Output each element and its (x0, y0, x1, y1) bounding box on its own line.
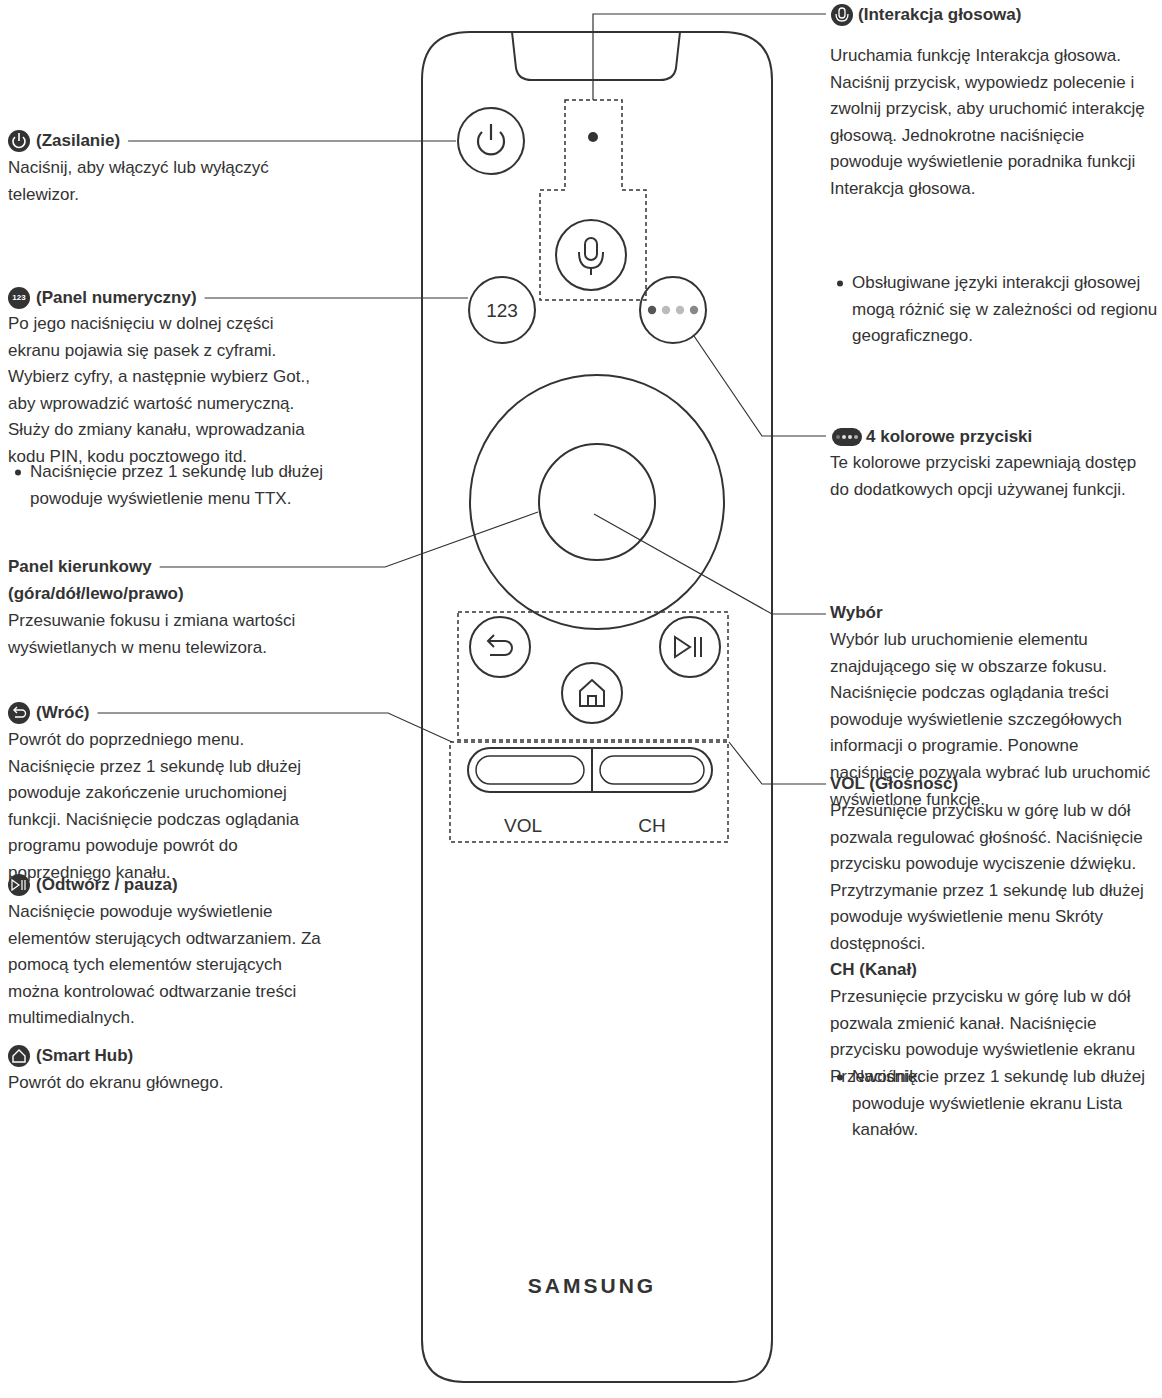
button-heading: (Zasilanie) (36, 128, 336, 155)
bullet-note: Obsługiwane języki interakcji głosowej m… (852, 270, 1158, 350)
power-button (458, 108, 524, 174)
button-label: 123 (486, 300, 518, 322)
color-icon (832, 428, 862, 446)
description: Przesunięcie przycisku w górę lub w dół … (830, 798, 1158, 958)
bullet-dot (837, 281, 843, 287)
leader-line (594, 514, 826, 614)
remote-body (422, 32, 772, 1382)
microphone-hole (588, 132, 598, 142)
leader-line (593, 14, 826, 100)
description: Powrót do ekranu głównego. (8, 1070, 330, 1097)
leader-line (128, 140, 456, 141)
description: Te kolorowe przyciski zapewniają dostęp … (830, 450, 1158, 503)
brand-name: SAMSUNG (528, 1274, 656, 1298)
button-heading: (Interakcja głosowa) (858, 2, 1158, 29)
vol-ch-rocker (468, 748, 712, 792)
description: Przesuwanie fokusu i zmiana wartości wyś… (8, 608, 330, 661)
home-button (562, 663, 622, 723)
dashed-outline (450, 742, 728, 842)
leader-line (694, 336, 826, 436)
number-button (469, 277, 535, 343)
direction-wheel (470, 375, 724, 629)
description: Naciśnięcie powoduje wyświetlenie elemen… (8, 899, 330, 1032)
button-heading: (Panel numeryczny) (36, 285, 336, 312)
voice-icon (831, 4, 853, 26)
button-heading: CH (Kanał) (830, 957, 1158, 984)
color-button (640, 277, 706, 343)
button-heading: 4 kolorowe przyciski (866, 424, 1158, 451)
dashed-outline (540, 100, 646, 300)
number-icon (8, 287, 30, 309)
play-pause-button (660, 617, 720, 677)
description: Naciśnij, aby włączyć lub wyłączyć telew… (8, 155, 330, 208)
description: Powrót do poprzedniego menu. Naciśnięcie… (8, 727, 330, 887)
back-icon (8, 702, 30, 724)
bullet-note: Naciśnięcie przez 1 sekundę lub dłużej p… (852, 1064, 1158, 1144)
leader-line (205, 297, 468, 298)
button-heading: Panel kierunkowy (góra/dół/lewo/prawo) (8, 554, 313, 607)
bullet-note: Naciśnięcie przez 1 sekundę lub dłużej p… (30, 459, 330, 512)
description: Uruchamia funkcję Interakcja głosowa. Na… (830, 43, 1158, 203)
home-icon (8, 1045, 30, 1067)
icon-text: 123 (12, 293, 25, 303)
description: Po jego naciśnięciu w dolnej części ekra… (8, 311, 330, 471)
voice-button (556, 220, 626, 290)
button-label: CH (638, 815, 665, 837)
leader-line (160, 512, 538, 567)
button-label: VOL (504, 815, 542, 837)
button-heading: VOL (Głośność) (830, 771, 1158, 798)
bullet-dot (15, 470, 21, 476)
button-heading: (Odtwórz / pauza) (36, 872, 336, 899)
button-heading: Wybór (830, 600, 1158, 627)
leader-line (729, 742, 826, 784)
power-icon (8, 130, 30, 152)
button-heading: (Wróć) (36, 700, 336, 727)
dashed-outline (458, 612, 728, 740)
back-button (470, 617, 530, 677)
button-heading: (Smart Hub) (36, 1043, 336, 1070)
